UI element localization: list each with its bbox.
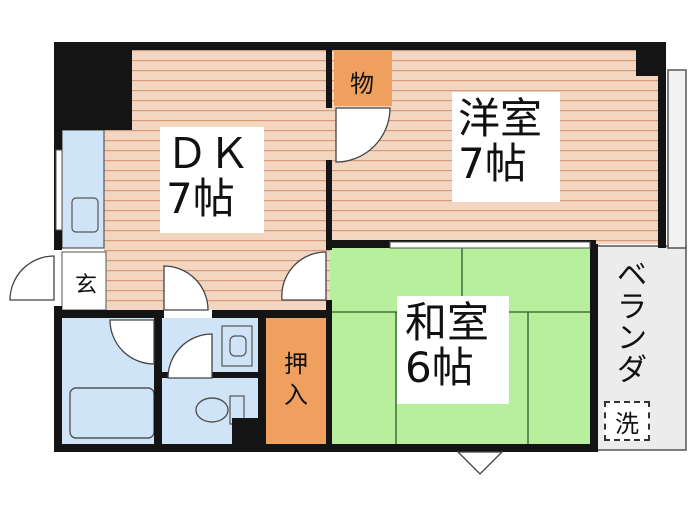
balcony-label: ベ ラ ン ダ <box>612 258 652 410</box>
room-label-yoshitsu: 洋室 7帖 <box>452 92 560 202</box>
yoshitsu-size: 7帖 <box>458 139 527 189</box>
door-swings <box>9 107 391 379</box>
balcony-char-3: ン <box>617 321 647 356</box>
toilet <box>195 397 229 423</box>
balcony-char-1: ベ <box>617 258 647 293</box>
yoshitsu-name: 洋室 <box>458 94 543 143</box>
balcony-rail <box>667 69 687 249</box>
dk-name: ＤＫ <box>166 129 251 178</box>
oshiire-label: 押 入 <box>268 320 324 440</box>
walls <box>54 42 666 452</box>
room-label-dk: ＤＫ 7帖 <box>160 127 264 233</box>
washitsu-name: 和室 <box>405 298 490 347</box>
entrance-floor <box>61 251 107 311</box>
room-label-washitsu: 和室 6帖 <box>397 296 509 404</box>
windows <box>55 149 591 249</box>
balcony-char-4: ダ <box>617 352 647 388</box>
bathtub <box>69 387 155 439</box>
kitchen-sink <box>71 197 99 233</box>
wash-basin <box>221 325 253 367</box>
oshiire-closet <box>266 318 326 444</box>
laundry-label: 洗 <box>604 401 650 441</box>
washitsu-size: 6帖 <box>405 343 474 393</box>
bay-window <box>456 451 504 475</box>
mono-label: 物 <box>350 69 374 98</box>
oshiire-char-2: 入 <box>284 381 308 409</box>
oshiire-char-1: 押 <box>284 349 308 378</box>
dk-size: 7帖 <box>166 174 235 224</box>
mono-closet <box>334 50 392 106</box>
entrance-label: 玄 <box>74 273 97 298</box>
balcony-char-2: ラ <box>617 289 647 325</box>
